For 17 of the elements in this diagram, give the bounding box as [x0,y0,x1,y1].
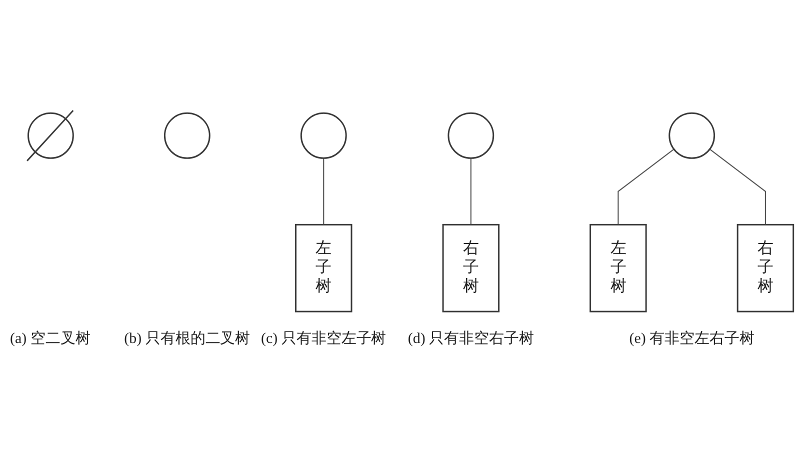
caption: (d) 只有非空右子树 [408,330,534,348]
node-box: 右子树 [736,224,794,312]
node-circle [164,112,210,159]
node-box: 右子树 [442,224,500,312]
node-circle [668,112,716,159]
caption: (e) 有非空左右子树 [629,330,754,348]
connector [709,148,766,225]
connector [618,148,674,225]
node-circle [448,112,494,159]
connector [323,158,324,225]
connector [470,158,472,225]
caption: (b) 只有根的二叉树 [124,330,250,348]
node-box: 左子树 [590,224,647,312]
caption: (c) 只有非空左子树 [261,330,386,348]
node-box: 左子树 [295,224,352,312]
caption: (a) 空二叉树 [10,330,90,348]
node-circle [300,112,347,159]
